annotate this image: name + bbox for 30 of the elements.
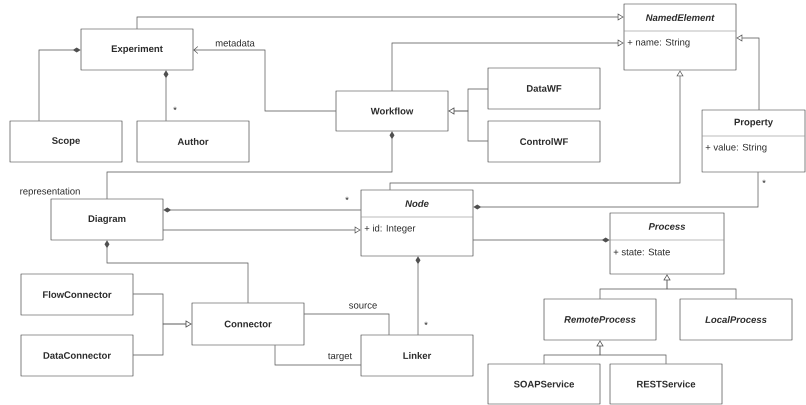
- class-box: DataWF: [488, 68, 600, 110]
- connector: [193, 46, 336, 112]
- class-box: NamedElement + name: String: [624, 4, 736, 70]
- class-box: RESTService: [610, 364, 722, 404]
- edge-label: source: [348, 302, 378, 310]
- class-box: Diagram: [50, 198, 164, 240]
- class-box: RemoteProcess: [544, 298, 656, 340]
- class-box: Scope: [10, 120, 122, 162]
- class-box: Connector: [192, 302, 304, 346]
- class-box: Linker: [360, 334, 474, 376]
- class-box: Property + value: String: [702, 110, 806, 172]
- edge-label: metadata: [214, 38, 256, 48]
- class-box: LocalProcess: [680, 298, 792, 340]
- class-box: Workflow: [336, 90, 448, 132]
- class-box: ControlWF: [488, 120, 600, 162]
- class-box: SOAPService: [488, 364, 600, 404]
- edge-label: *: [344, 196, 350, 204]
- class-box: Node + id: Integer: [360, 190, 474, 256]
- class-box: FlowConnector: [20, 274, 134, 316]
- class-box: DataConnector: [20, 334, 134, 376]
- class-box: Experiment: [80, 28, 194, 70]
- class-box: Process + state: State: [610, 212, 724, 274]
- edge-label: *: [423, 320, 429, 330]
- connector: [274, 344, 362, 366]
- edge-label: *: [172, 106, 178, 114]
- connector: [304, 314, 390, 336]
- edge-label: *: [761, 178, 767, 188]
- class-box: Author: [136, 120, 250, 162]
- edge-label: target: [327, 352, 353, 362]
- edge-label: representation: [18, 186, 82, 198]
